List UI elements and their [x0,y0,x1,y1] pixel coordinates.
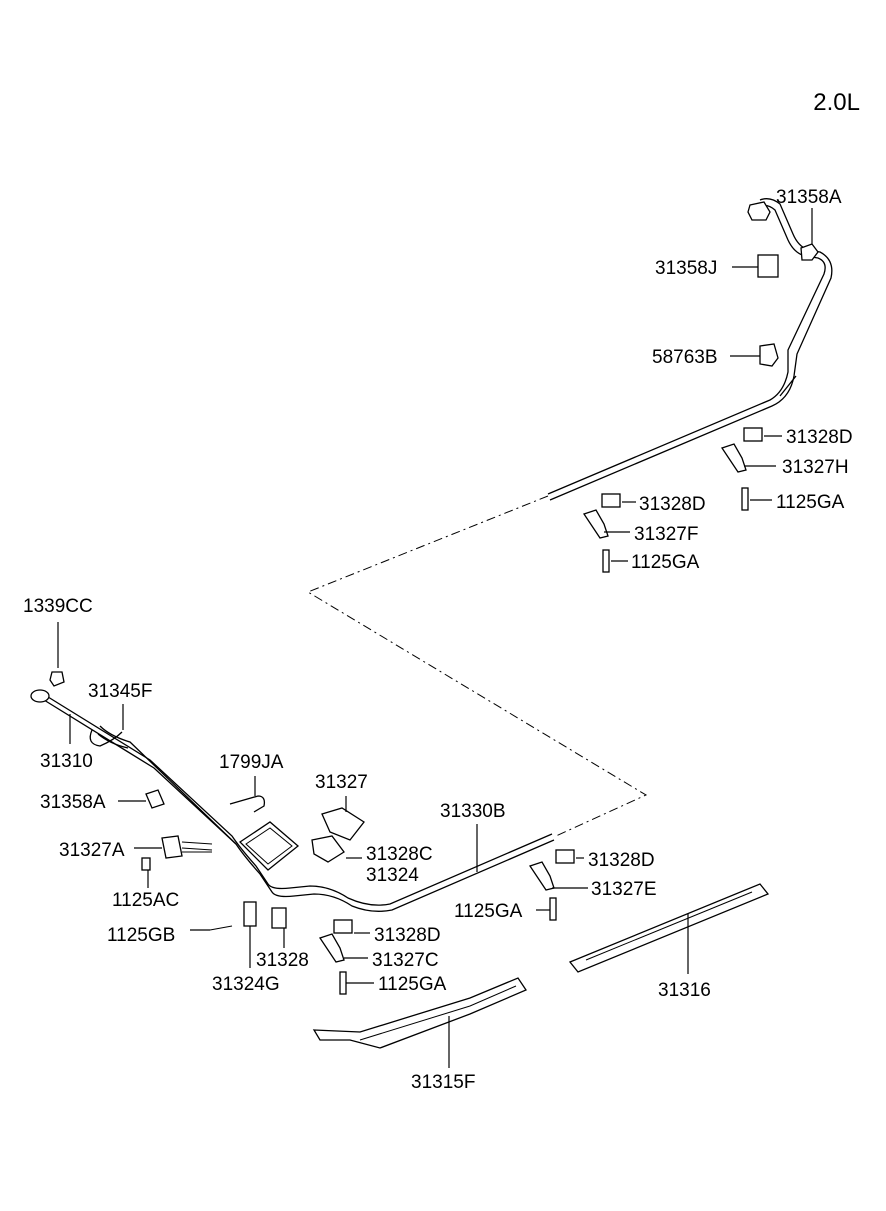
label-31328: 31328 [256,950,309,971]
label-1799JA: 1799JA [219,752,284,773]
clip-31328D-part-2 [601,493,621,508]
fuel-pipe-lower-section [30,689,555,912]
label-31310: 31310 [40,751,93,772]
leader-lines [57,208,813,1068]
label-31327H: 31327H [782,457,849,478]
label-31324: 31324 [366,865,419,886]
label-31358A-left: 31358A [40,792,106,813]
label-31328D-3: 31328D [588,850,655,871]
label-31327F: 31327F [634,524,698,545]
bolt-1125GA-part-3 [549,897,557,921]
label-1125GB: 1125GB [107,925,175,946]
label-1125GA-1: 1125GA [776,492,845,513]
bracket-31327H-part [720,443,747,473]
clip-31328D-part-1 [743,427,763,442]
label-31328D-2: 31328D [639,494,706,515]
clip-31328C-part [311,835,345,863]
label-31345F: 31345F [88,681,152,702]
label-31358J: 31358J [655,258,717,279]
clip-31358A-part [800,243,819,261]
fuel-pipe-upper-section [547,198,833,501]
label-31328D-1: 31328D [786,427,853,448]
clip-31358J-part [757,254,779,278]
bracket-31327C-part [318,933,345,963]
label-31328C: 31328C [366,844,433,865]
screw-1125GB-part [209,925,233,931]
bracket-31327-part [321,807,365,841]
label-31316: 31316 [658,980,711,1001]
label-31315F: 31315F [411,1072,475,1093]
bolt-1125GA-part-4 [339,971,347,995]
bracket-31327E-part [528,861,555,891]
label-1125GA-3: 1125GA [454,901,523,922]
label-31327C: 31327C [372,950,439,971]
label-31358A-top: 31358A [776,187,842,208]
bolt-1125GA-part-2 [602,549,610,573]
clip-31324G-part [243,901,257,927]
clip-58763B-part [759,343,779,367]
clip-31328D-part-3 [555,849,575,864]
label-31328D-4: 31328D [374,925,441,946]
fuel-line-end-fitting [747,201,771,221]
label-1339CC: 1339CC [23,596,93,617]
label-1125GA-2: 1125GA [631,552,700,573]
engine-variant-label: 2.0L [813,89,860,116]
screw-1125AC-part [141,857,151,871]
protector-31315F-part [312,977,527,1049]
label-1125AC: 1125AC [112,890,179,911]
label-31327A: 31327A [59,840,125,861]
clip-31328-part [271,907,287,929]
part-shapes [49,254,779,1049]
grommet-1339CC-part [49,671,65,687]
bracket-31327F-part [582,509,609,539]
label-31324G: 31324G [212,974,280,995]
label-1125GA-4: 1125GA [378,974,447,995]
bolt-1125GA-part-1 [741,487,749,511]
clip-1799JA-part [229,795,266,813]
clip-31358A-part-left [145,789,165,809]
pipe-connector-31310 [30,689,50,703]
label-58763B: 58763B [652,347,718,368]
pipe-coil-loop [238,821,300,871]
label-31327E: 31327E [591,879,657,900]
clip-31328D-part-4 [333,919,353,934]
clip-31327A-part [161,835,183,859]
label-31327: 31327 [315,772,368,793]
label-31330B: 31330B [440,801,506,822]
